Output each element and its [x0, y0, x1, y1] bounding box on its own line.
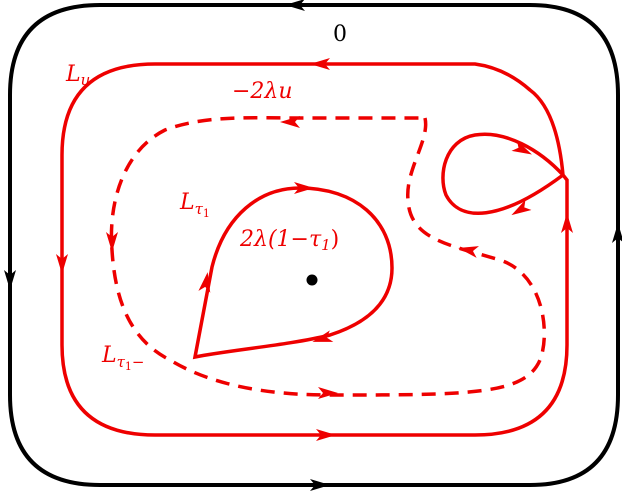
center-point	[306, 274, 318, 286]
ltau1-label: Lτ1	[179, 190, 210, 220]
small-loop-arrow-lower	[511, 199, 532, 216]
ltau1-minus-label: Lτ1−	[101, 343, 145, 373]
small-loop-arrow-upper	[511, 140, 532, 155]
lu-contour	[60, 62, 569, 437]
center-value-label: 2λ(1−τ1)	[239, 227, 339, 254]
outer-value-label: 0	[333, 22, 347, 47]
dashed-contour	[109, 116, 547, 397]
outer-contour	[8, 3, 620, 487]
small-loop	[441, 132, 565, 215]
ltau1-contour	[192, 186, 394, 360]
lu-label: Lu	[65, 62, 90, 89]
inner-value-label: −2λu	[232, 79, 293, 104]
